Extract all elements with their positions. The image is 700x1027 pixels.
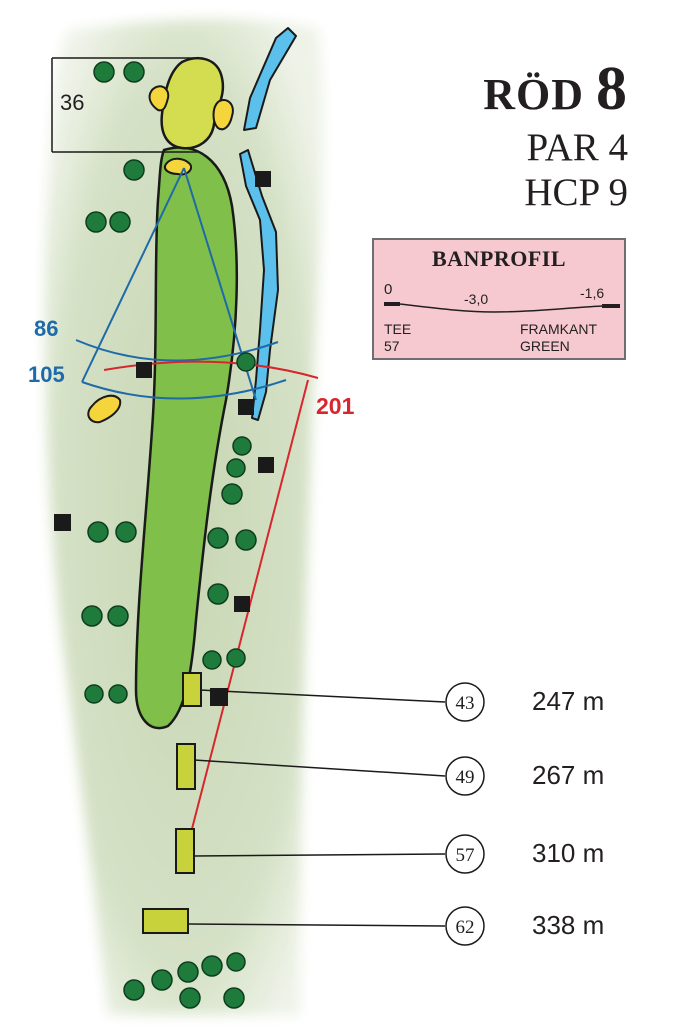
tee-distance-62: 338 m xyxy=(532,910,605,940)
tree xyxy=(201,955,223,977)
profile-start-value: 0 xyxy=(384,281,393,298)
marker-square xyxy=(54,514,71,531)
tree xyxy=(123,159,145,181)
tree xyxy=(179,987,201,1009)
bunker-front-green xyxy=(164,157,192,176)
tree xyxy=(177,961,199,983)
profile-tee-value: 57 xyxy=(384,338,400,354)
bunker-right-green xyxy=(212,98,234,131)
tee-markers: 43 49 57 62 xyxy=(445,682,485,946)
tee-marker-circle-43 xyxy=(445,682,485,722)
profile-mid-value: -3,0 xyxy=(464,291,489,307)
tree xyxy=(226,458,246,478)
tree xyxy=(226,648,246,668)
tree xyxy=(202,650,222,670)
marker-square xyxy=(255,171,271,187)
hole-tee-color: RÖD xyxy=(483,70,584,119)
profile-line xyxy=(384,302,620,313)
tree xyxy=(151,969,173,991)
marker-square xyxy=(210,688,228,706)
tree xyxy=(207,527,229,549)
marker-square xyxy=(136,362,152,378)
profile-end-value: -1,6 xyxy=(580,285,605,301)
blue-near-label: 86 xyxy=(34,316,58,341)
tee-marker-43: 43 xyxy=(456,693,475,714)
hole-title-block: RÖD 8 PAR 4 HCP 9 xyxy=(483,58,628,214)
tree xyxy=(235,529,257,551)
tee-box-43 xyxy=(182,672,202,707)
tee-marker-circle-49 xyxy=(445,756,485,796)
tree xyxy=(84,684,104,704)
profile-end-label-2: GREEN xyxy=(520,338,570,354)
tree xyxy=(223,987,245,1009)
distance-markers xyxy=(54,171,274,706)
tree xyxy=(123,979,145,1001)
tree xyxy=(93,61,115,83)
tree xyxy=(221,483,243,505)
tree xyxy=(81,605,103,627)
hole-par: PAR 4 xyxy=(526,126,628,169)
tree xyxy=(85,211,107,233)
tee-marker-62: 62 xyxy=(456,917,475,938)
tree xyxy=(123,61,145,83)
marker-square xyxy=(234,596,250,612)
tree xyxy=(87,521,109,543)
hole-title: RÖD 8 xyxy=(483,58,628,120)
tee-leader-lines xyxy=(187,689,446,927)
bunker-left-fairway xyxy=(87,394,122,424)
marker-square xyxy=(258,457,274,473)
tree xyxy=(108,684,128,704)
tree xyxy=(207,583,229,605)
red-distance-line xyxy=(103,360,319,853)
tree xyxy=(226,952,246,972)
tee-marker-49: 49 xyxy=(456,767,475,788)
tee-distance-49: 267 m xyxy=(532,760,605,790)
tee-distance-57: 310 m xyxy=(532,838,605,868)
hole-hcp: HCP 9 xyxy=(524,170,628,214)
tree xyxy=(109,211,131,233)
tee-marker-circle-62 xyxy=(445,906,485,946)
marker-square xyxy=(238,399,254,415)
red-carry-label: 201 xyxy=(316,393,355,419)
blue-far-label: 105 xyxy=(28,362,65,387)
tee-box-57 xyxy=(175,828,195,874)
tree xyxy=(232,436,252,456)
tee-marker-57: 57 xyxy=(456,845,475,866)
profile-title: BANPROFIL xyxy=(431,246,567,271)
tee-distance-43: 247 m xyxy=(532,686,605,716)
water-hazard-upper xyxy=(243,27,297,131)
bunker-left-green xyxy=(148,85,170,112)
trees xyxy=(81,61,257,1009)
tee-box-49 xyxy=(176,743,196,790)
hole-number: 8 xyxy=(596,55,628,123)
tee-boxes xyxy=(142,672,202,934)
profile-tee-label: TEE xyxy=(384,321,412,337)
profile-end-label-1: FRAMKANT xyxy=(520,321,597,337)
green-depth-label: 36 xyxy=(60,90,84,115)
tree xyxy=(107,605,129,627)
green-depth-bracket xyxy=(51,57,200,153)
tee-marker-circle-57 xyxy=(445,834,485,874)
fairway xyxy=(134,146,239,730)
water-hazard-lower xyxy=(239,149,279,421)
tree xyxy=(236,352,256,372)
tee-box-62 xyxy=(142,908,189,934)
tree xyxy=(115,521,137,543)
elevation-profile: BANPROFIL 0 -3,0 -1,6 TEE 57 FRAMKANT GR… xyxy=(372,238,626,360)
